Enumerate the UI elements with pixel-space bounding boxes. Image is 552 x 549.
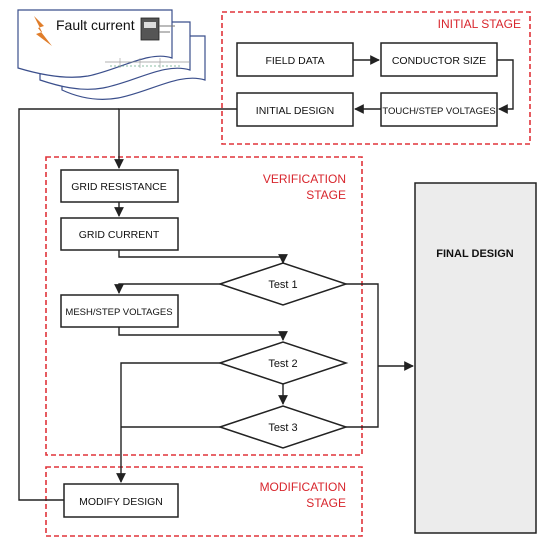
test2-decision [217, 341, 349, 385]
test3-label: Test 3 [268, 422, 297, 434]
verification-stage-label-line2: STAGE [306, 188, 346, 202]
verification-stage-container [45, 156, 363, 456]
field-data-box [236, 42, 354, 77]
verification-stage-label-line1: VERIFICATION [263, 172, 346, 186]
arrow-test1-to-mesh [114, 283, 220, 294]
mesh-step-voltages-label: MESH/STEP VOLTAGES [65, 307, 172, 318]
grid-resistance-label: GRID RESISTANCE [71, 181, 166, 193]
fault-current-document-icon: Fault current [17, 9, 206, 100]
arrow-conductor-to-touch [497, 59, 514, 114]
arrow-current-to-test1 [118, 250, 288, 264]
test2-label: Test 2 [268, 358, 297, 370]
modification-stage-label-line1: MODIFICATION [260, 480, 346, 494]
conductor-size-box [380, 42, 498, 77]
test1-label: Test 1 [268, 279, 297, 291]
initial-stage-label: INITIAL STAGE [438, 17, 521, 31]
field-data-label: FIELD DATA [265, 55, 324, 67]
initial-stage-container [221, 11, 531, 145]
final-design-box [414, 182, 537, 534]
grid-current-box [60, 217, 179, 251]
initial-design-label: INITIAL DESIGN [256, 105, 334, 117]
modification-stage-label-line2: STAGE [306, 496, 346, 510]
grid-resistance-box [60, 169, 179, 203]
mesh-step-voltages-box [60, 294, 179, 328]
equipment-sketch-icon [105, 17, 190, 68]
modify-design-box [63, 483, 179, 518]
arrow-initial-to-resistance [114, 108, 237, 169]
connectors [18, 55, 514, 501]
touch-step-voltages-label: TOUCH/STEP VOLTAGES [382, 106, 495, 117]
modify-design-label: MODIFY DESIGN [79, 496, 163, 508]
final-design-label: FINAL DESIGN [436, 248, 513, 260]
line-modify-loop-back [18, 108, 119, 501]
lightning-bolt-icon [34, 16, 52, 46]
line-tests-pass-bus [346, 283, 379, 428]
grid-current-label: GRID CURRENT [79, 229, 160, 241]
initial-design-box [236, 92, 354, 127]
arrow-test2-to-modify [116, 362, 220, 483]
arrow-mesh-to-test2 [118, 327, 288, 341]
conductor-size-label: CONDUCTOR SIZE [392, 55, 486, 67]
fault-current-label: Fault current [56, 17, 135, 33]
